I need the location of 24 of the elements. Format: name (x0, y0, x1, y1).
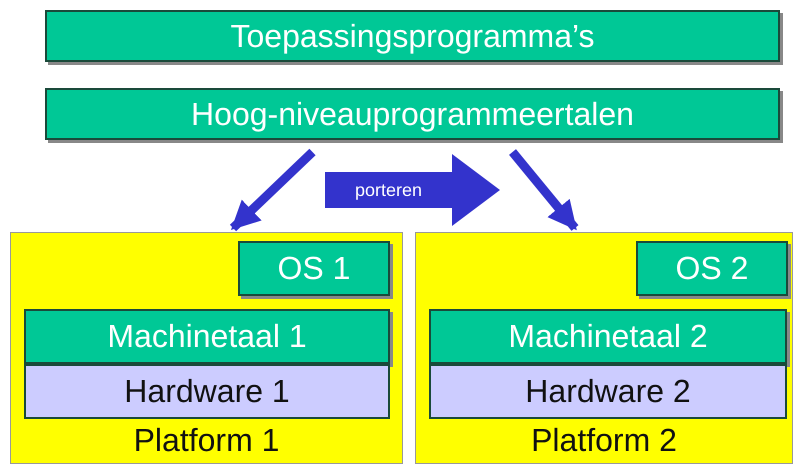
platform-label: Platform 1 (134, 422, 280, 459)
layer-label: Hardware 1 (124, 373, 290, 410)
layer-label: Hardware 2 (525, 373, 691, 410)
layer-label: Hoog-niveauprogrammeertalen (191, 96, 634, 132)
layer-box (45, 88, 780, 140)
layer-box (24, 364, 390, 419)
arrow (509, 149, 578, 231)
layer-box (45, 10, 780, 62)
layer-box (238, 241, 390, 296)
layer-label: Toepassingsprogramma’s (230, 18, 595, 54)
layer-box (429, 309, 787, 364)
edge-label: porteren (355, 180, 422, 200)
layer-box (24, 309, 390, 364)
layer-label: Machinetaal 2 (508, 318, 708, 355)
layer-label: OS 2 (676, 250, 748, 287)
layer-label: OS 1 (278, 250, 350, 287)
platform-box (415, 232, 793, 464)
layer-box (636, 241, 788, 296)
block-arrow (325, 154, 500, 226)
platform-label: Platform 2 (531, 422, 677, 459)
arrow (230, 148, 316, 232)
platform-box (10, 232, 403, 464)
layer-label: Machinetaal 1 (107, 318, 307, 355)
layer-box (429, 364, 787, 419)
